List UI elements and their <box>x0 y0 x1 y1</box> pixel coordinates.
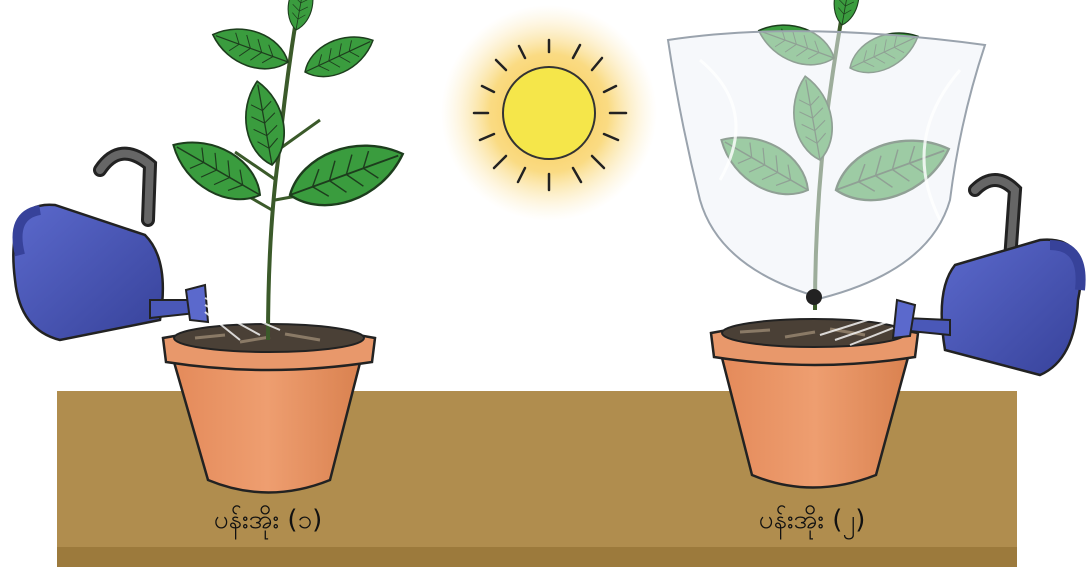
pot-2-label: ပန်းအိုး (၂) <box>758 505 866 535</box>
plant-1 <box>161 0 413 494</box>
plastic-bag-icon <box>666 30 987 305</box>
watering-can-icon <box>12 146 281 342</box>
plant-2 <box>666 0 987 489</box>
watering-can-icon <box>819 173 1086 377</box>
pot-1 <box>161 323 377 494</box>
pot-2 <box>709 318 920 489</box>
sun-icon <box>441 5 657 221</box>
pot-1-label: ပန်းအိုး (၁) <box>213 505 323 535</box>
